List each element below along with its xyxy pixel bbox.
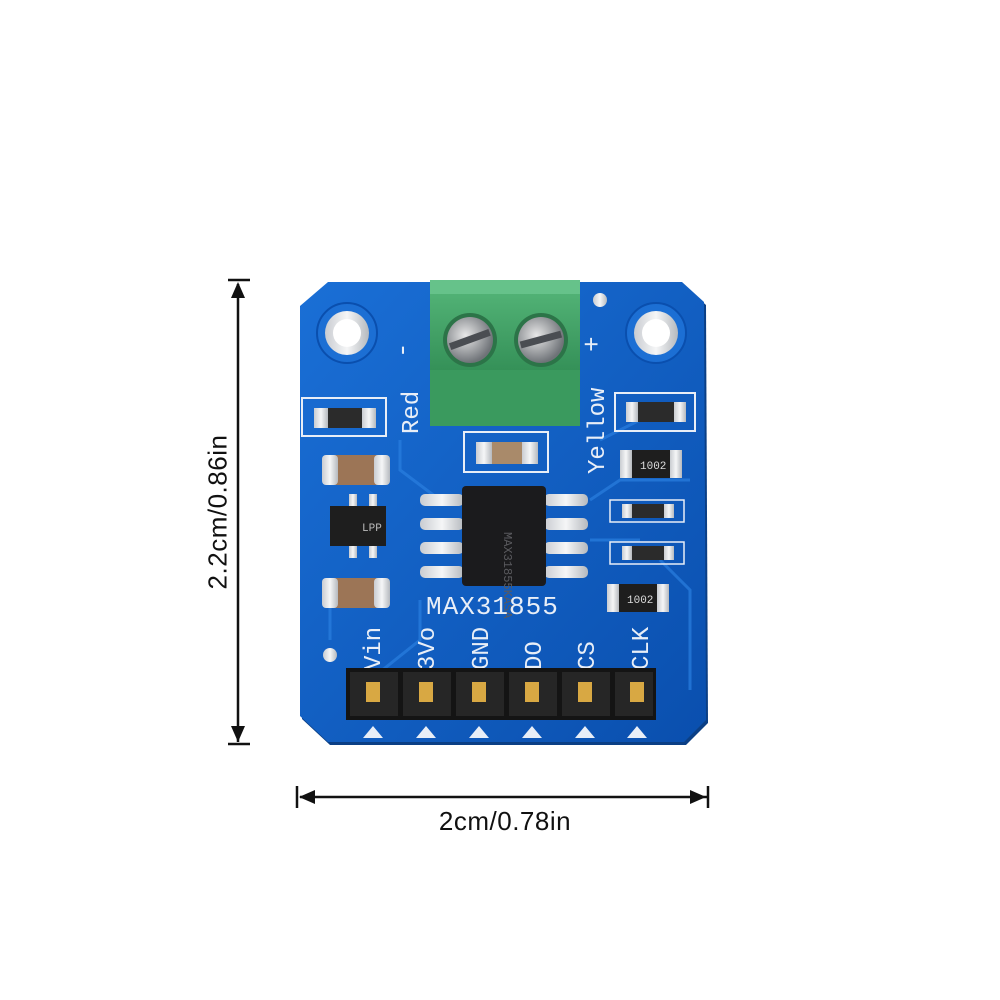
resistor-marking: 1002 — [627, 595, 653, 607]
wire-label-red: Red — [399, 391, 426, 434]
chip-label: MAX31855 — [426, 592, 559, 622]
terminal-minus-label: - — [388, 342, 418, 358]
resistor-bottom: 1002 — [607, 584, 669, 612]
chip-marking: MAX31855KASA — [500, 532, 514, 619]
height-dimension-arrow — [228, 278, 250, 746]
mounting-hole-right — [625, 302, 687, 364]
screw-icon — [514, 313, 568, 367]
height-dimension-text: 2.2cm/0.86in — [202, 434, 233, 590]
pin-label-3vo: 3Vo — [415, 627, 442, 670]
voltage-regulator: LPP — [330, 494, 386, 558]
pin-labels: Vin 3Vo GND DO CS CLK — [361, 626, 656, 670]
diode-right-2 — [609, 541, 685, 565]
regulator-marking: LPP — [362, 523, 382, 535]
pin-label-gnd: GND — [469, 627, 496, 670]
terminal-plus-label: + — [578, 336, 608, 352]
resistor-top: 1002 — [620, 450, 682, 478]
pin-label-clk: CLK — [629, 626, 656, 670]
mounting-hole-left — [316, 302, 378, 364]
pin-label-vin: Vin — [361, 627, 388, 670]
width-dimension-label: 2cm/0.78in — [438, 806, 572, 836]
diode-top-right — [614, 392, 696, 432]
pin-label-cs: CS — [575, 641, 602, 670]
wire-label-yellow: Yellow — [585, 387, 612, 474]
pin-header — [346, 668, 656, 738]
capacitor-top-center — [463, 431, 549, 473]
via — [323, 648, 337, 662]
screw-terminal-block — [430, 280, 580, 426]
via — [593, 293, 607, 307]
pin-label-do: DO — [522, 641, 549, 670]
max31855-chip: MAX31855KASA — [420, 486, 588, 619]
diode-right-1 — [609, 499, 685, 523]
width-dimension-arrow — [295, 786, 710, 808]
capacitor-top-left — [301, 397, 387, 437]
capacitor-left-lower — [322, 578, 390, 608]
capacitor-left-upper — [322, 455, 390, 485]
resistor-marking: 1002 — [640, 461, 666, 473]
screw-icon — [443, 313, 497, 367]
